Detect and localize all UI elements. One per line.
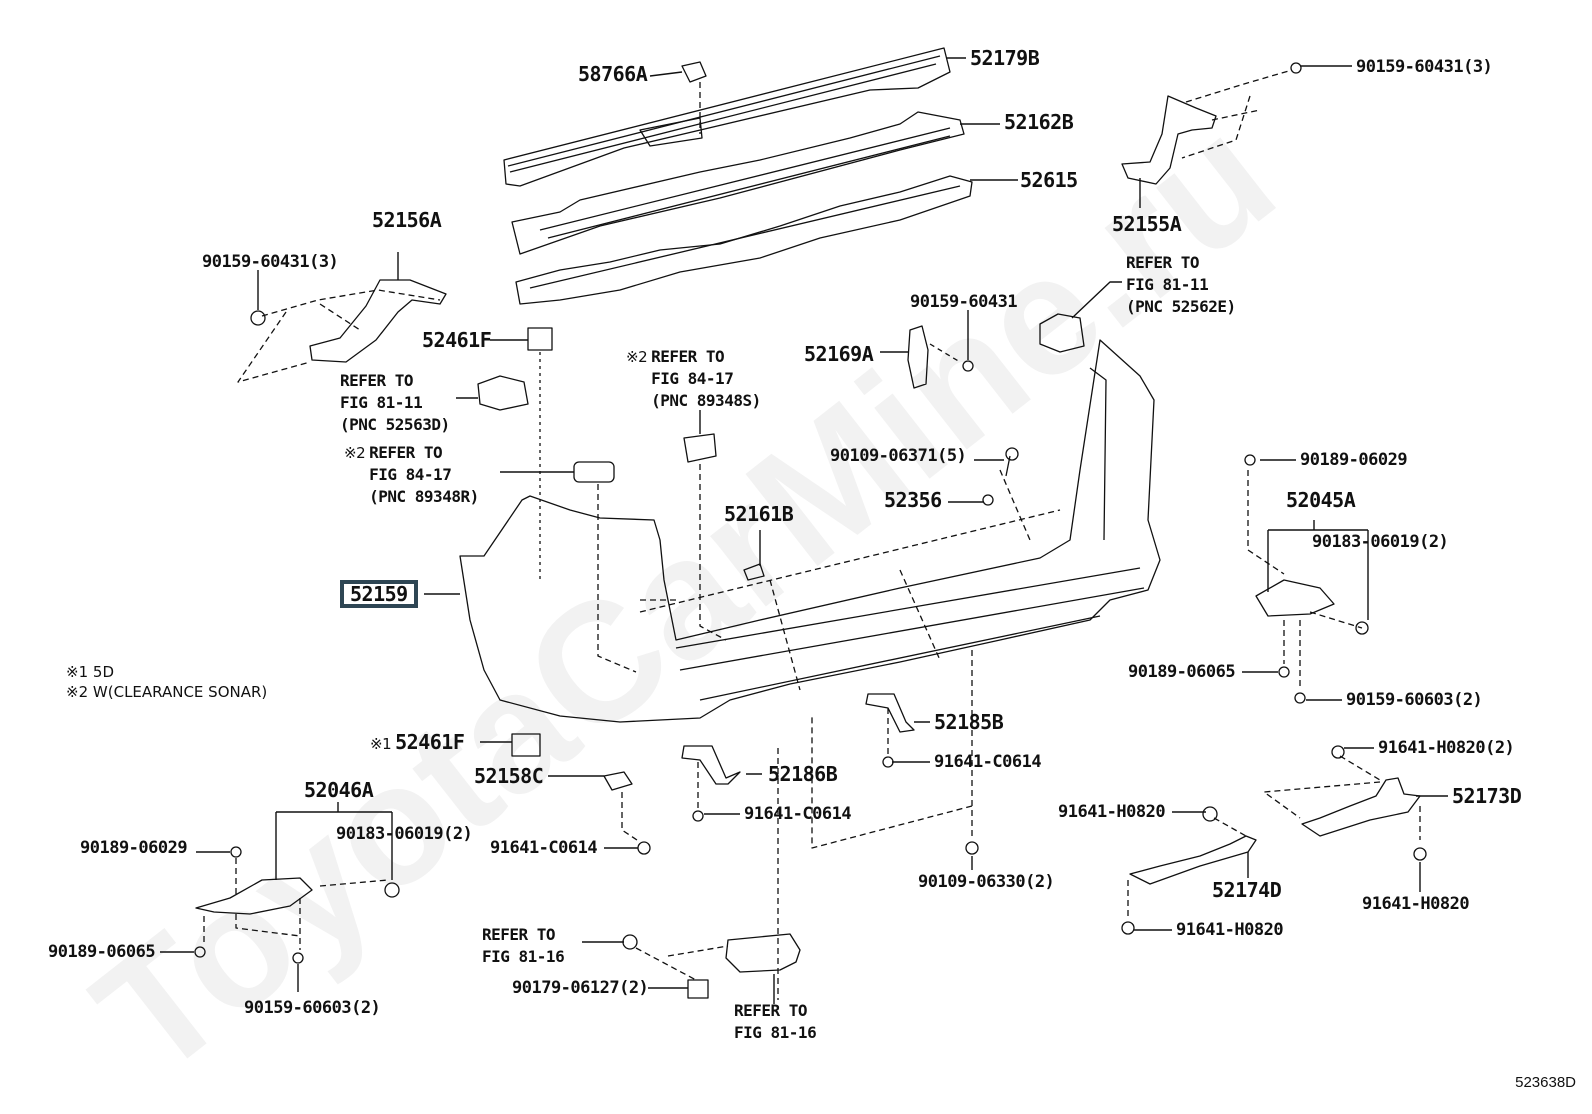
ref-pnc-89348S-text: REFER TO FIG 84-17 (PNC 89348S) <box>651 347 761 410</box>
label-90159-60431[interactable]: 90159-60431 <box>910 292 1018 312</box>
rear-fog-lamp-shape <box>725 933 801 973</box>
label-52159-highlighted[interactable]: 52159 <box>340 580 418 608</box>
part-52461F-top-shape[interactable] <box>527 327 553 351</box>
label-90109-06371-5[interactable]: 90109-06371(5) <box>830 446 967 466</box>
note-mark-2: ※2 <box>344 444 366 462</box>
connector-52562E-shape <box>1039 313 1085 353</box>
label-52174D[interactable]: 52174D <box>1212 878 1282 902</box>
part-52156A-shape[interactable] <box>309 279 447 363</box>
label-91641-H0820-a[interactable]: 91641-H0820 <box>1058 802 1166 822</box>
part-52046A-shape[interactable] <box>195 877 313 915</box>
label-58766A[interactable]: 58766A <box>578 62 648 86</box>
label-52161B[interactable]: 52161B <box>724 502 794 526</box>
footnotes: ※1 5D ※2 W(CLEARANCE SONAR) <box>66 662 267 702</box>
part-52185B-shape[interactable] <box>865 693 915 733</box>
figure-id: 523638D <box>1515 1074 1576 1091</box>
part-52179B-shape[interactable] <box>503 47 951 187</box>
part-90179-06127-shape[interactable] <box>687 979 709 999</box>
label-90183-06019-2-left[interactable]: 90183-06019(2) <box>336 824 473 844</box>
ref-pnc-89348R-text: REFER TO FIG 84-17 (PNC 89348R) <box>369 443 479 506</box>
label-52169A[interactable]: 52169A <box>804 342 874 366</box>
label-52186B[interactable]: 52186B <box>768 762 838 786</box>
label-91641-C0614-a[interactable]: 91641-C0614 <box>934 752 1042 772</box>
label-52045A[interactable]: 52045A <box>1286 488 1356 512</box>
part-58766A-shape[interactable] <box>681 61 707 83</box>
label-52615[interactable]: 52615 <box>1020 168 1078 192</box>
label-90189-06065-right[interactable]: 90189-06065 <box>1128 662 1236 682</box>
part-52461F-bottom-shape[interactable] <box>511 733 541 757</box>
label-52158C[interactable]: 52158C <box>474 764 544 788</box>
label-90189-06065-left[interactable]: 90189-06065 <box>48 942 156 962</box>
part-52169A-shape[interactable] <box>907 325 929 389</box>
label-52173D[interactable]: 52173D <box>1452 784 1522 808</box>
label-90189-06029-left[interactable]: 90189-06029 <box>80 838 188 858</box>
label-90109-06330-2[interactable]: 90109-06330(2) <box>918 872 1055 892</box>
ref-fig-81-16-b[interactable]: REFER TO FIG 81-16 <box>734 1001 817 1042</box>
label-91641-C0614-c[interactable]: 91641-C0614 <box>490 838 598 858</box>
label-52162B[interactable]: 52162B <box>1004 110 1074 134</box>
footnote-1: ※1 5D <box>66 663 114 681</box>
label-90183-06019-2-right[interactable]: 90183-06019(2) <box>1312 532 1449 552</box>
label-52356[interactable]: 52356 <box>884 488 942 512</box>
label-91641-H0820-c[interactable]: 91641-H0820 <box>1176 920 1284 940</box>
part-52155A-shape[interactable] <box>1121 95 1217 185</box>
label-52185B[interactable]: 52185B <box>934 710 1004 734</box>
label-90159-60431-3-right[interactable]: 90159-60431(3) <box>1356 57 1493 77</box>
label-52155A[interactable]: 52155A <box>1112 212 1182 236</box>
leader-lines <box>160 57 1448 1004</box>
part-52162B-shape[interactable] <box>511 111 965 255</box>
part-52173D-shape[interactable] <box>1301 777 1421 837</box>
note-mark-1: ※1 <box>370 735 392 753</box>
part-52356-shape[interactable] <box>982 494 994 506</box>
label-52046A[interactable]: 52046A <box>304 778 374 802</box>
sensor-89348S-shape <box>683 433 717 463</box>
footnote-2: ※2 W(CLEARANCE SONAR) <box>66 683 268 701</box>
label-90159-60431-3-left[interactable]: 90159-60431(3) <box>202 252 339 272</box>
part-52158C-shape[interactable] <box>603 771 633 791</box>
part-52161B-shape[interactable] <box>743 563 765 581</box>
label-90159-60603-2-left[interactable]: 90159-60603(2) <box>244 998 381 1018</box>
part-52045A-shape[interactable] <box>1255 579 1335 617</box>
label-90159-60603-2-right[interactable]: 90159-60603(2) <box>1346 690 1483 710</box>
label-90179-06127-2[interactable]: 90179-06127(2) <box>512 978 649 998</box>
ref-pnc-52563D[interactable]: REFER TO FIG 81-11 (PNC 52563D) <box>340 371 450 434</box>
label-91641-H0820-2[interactable]: 91641-H0820(2) <box>1378 738 1515 758</box>
label-91641-H0820-b[interactable]: 91641-H0820 <box>1362 894 1470 914</box>
connector-52563D-shape <box>477 375 529 411</box>
label-90189-06029-right[interactable]: 90189-06029 <box>1300 450 1408 470</box>
label-91641-C0614-b[interactable]: 91641-C0614 <box>744 804 852 824</box>
part-52159-bumper-shape[interactable] <box>459 339 1161 723</box>
ref-pnc-52562E[interactable]: REFER TO FIG 81-11 (PNC 52562E) <box>1126 253 1236 316</box>
label-52179B[interactable]: 52179B <box>970 46 1040 70</box>
label-52156A[interactable]: 52156A <box>372 208 442 232</box>
part-52174D-shape[interactable] <box>1129 835 1257 885</box>
part-52615-shape[interactable] <box>515 175 973 305</box>
sensor-89348R-shape <box>573 461 615 483</box>
ref-fig-81-16-a[interactable]: REFER TO FIG 81-16 <box>482 925 565 966</box>
note-mark-2: ※2 <box>626 348 648 366</box>
label-52461F-top[interactable]: 52461F <box>422 328 492 352</box>
part-52186B-shape[interactable] <box>681 745 741 785</box>
